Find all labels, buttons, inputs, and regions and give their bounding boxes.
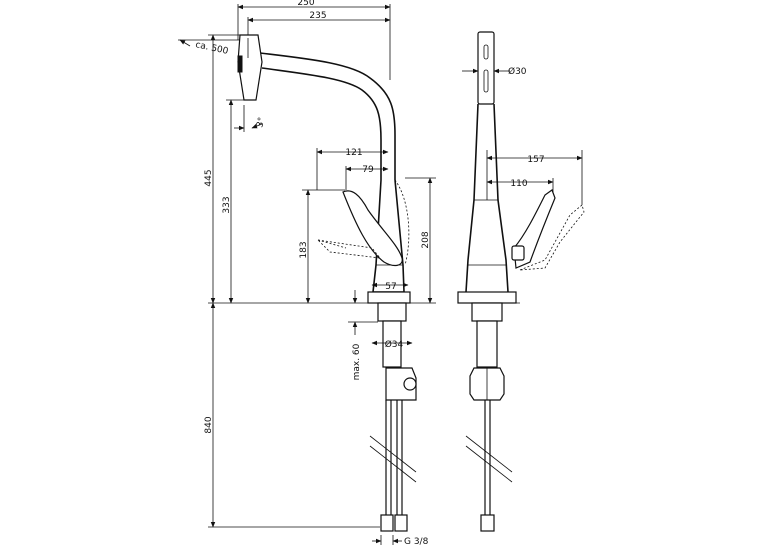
break-mark-3 [465,435,513,473]
dim-840: 840 [204,416,214,433]
dim-pullout: ca. 500 [194,40,229,57]
dim-333: 333 [222,196,232,213]
spray-button [237,55,243,73]
lever-ghost-line [317,239,347,249]
dim-lever-110: 110 [510,179,527,189]
connector-front [480,514,495,532]
dim-208: 208 [421,231,431,248]
lever-front-alt [519,204,585,271]
base-plate-front [457,291,517,304]
break-mark-2 [369,445,417,483]
dim-183: 183 [299,241,309,258]
connector-right [394,514,408,532]
spray-slot-1 [483,44,489,60]
shank-nut [377,302,407,322]
side-view: 250 235 ca. 500 3° 445 333 183 208 121 [178,0,436,545]
dim-121: 121 [345,148,362,158]
dim-spray-diameter: Ø30 [508,66,527,77]
dim-max-60: max. 60 [352,343,362,380]
dim-shank-diameter: Ø34 [385,339,404,350]
diverter-box [385,367,417,401]
shank-nut-front [471,302,503,322]
spout-outer [251,51,396,180]
dim-57: 57 [385,282,396,292]
shank-front [476,320,498,368]
diverter-knob [403,377,417,391]
dim-79: 79 [362,165,374,175]
break-mark-4 [465,445,513,483]
spray-head-front [477,31,495,105]
dim-235: 235 [309,11,326,21]
break-mark-1 [369,435,417,473]
lever-pivot [511,245,525,261]
spout-inner [261,67,382,180]
base-plate [367,291,411,304]
dim-lever-157: 157 [527,155,544,165]
spray-slot-2 [483,69,489,93]
front-view: Ø30 157 110 [457,31,585,532]
body-front [465,103,509,293]
dim-250: 250 [297,0,314,8]
dim-445: 445 [204,169,214,186]
lever [342,190,403,267]
connector-left [380,514,394,532]
dim-connection: G 3/8 [404,537,429,545]
dim-angle: 3° [255,116,267,128]
lever-alt-position [316,239,381,259]
